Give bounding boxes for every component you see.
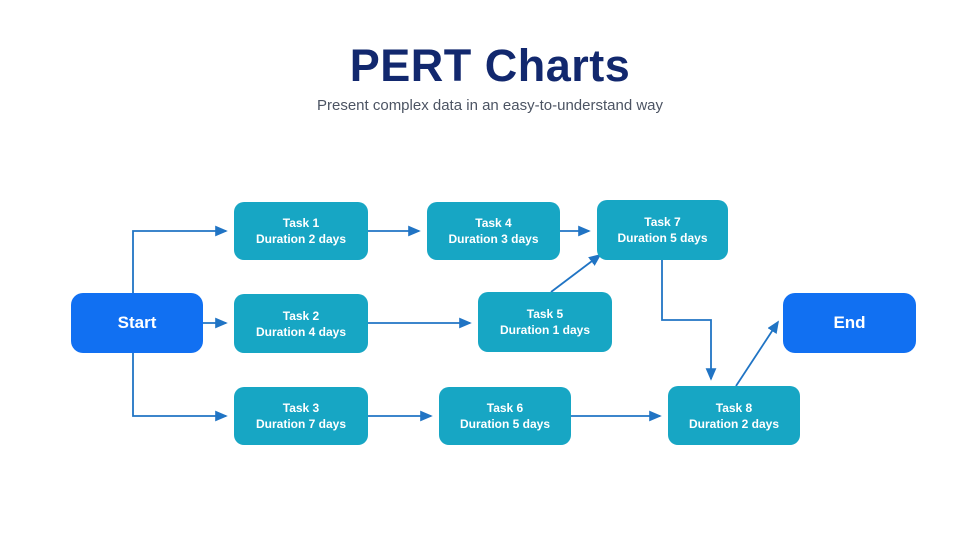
- node-task1-duration: Duration 2 days: [255, 232, 347, 246]
- node-task2-duration: Duration 4 days: [255, 324, 347, 339]
- node-task4-duration: Duration 3 days: [448, 232, 539, 246]
- node-task6-duration: Duration 5 days: [459, 417, 551, 431]
- edge-task5-task7: [550, 253, 602, 293]
- edge-start-task3: [132, 353, 228, 422]
- node-task5-label: Task 5: [526, 307, 564, 321]
- node-task8[interactable]: Task 8 Duration 2 days: [668, 386, 800, 445]
- node-task7-duration: Duration 5 days: [617, 231, 708, 245]
- node-task1[interactable]: Task 1 Duration 2 days: [234, 202, 368, 260]
- node-task5-duration: Duration 1 days: [499, 323, 591, 337]
- node-start-label: Start: [117, 313, 157, 332]
- node-task7[interactable]: Task 7 Duration 5 days: [597, 200, 728, 260]
- node-task3-duration: Duration 7 days: [255, 417, 347, 431]
- node-task7-label: Task 7: [644, 215, 681, 229]
- node-end[interactable]: End: [783, 293, 916, 353]
- node-task6-label: Task 6: [486, 401, 524, 415]
- page-title: PERT Charts: [349, 40, 631, 91]
- node-task1-label: Task 1: [282, 216, 320, 230]
- node-task8-label: Task 8: [715, 400, 753, 415]
- node-task4-label: Task 4: [475, 216, 512, 230]
- edge-task8-end: [735, 320, 779, 387]
- node-end-label: End: [833, 313, 866, 332]
- page-subtitle: Present complex data in an easy-to-under…: [316, 97, 664, 114]
- edge-task7-task8: [661, 260, 717, 381]
- node-start[interactable]: Start: [71, 293, 203, 353]
- node-task4[interactable]: Task 4 Duration 3 days: [427, 202, 560, 260]
- node-task6[interactable]: Task 6 Duration 5 days: [439, 387, 571, 445]
- node-task5[interactable]: Task 5 Duration 1 days: [478, 292, 612, 352]
- node-task3[interactable]: Task 3 Duration 7 days: [234, 387, 368, 445]
- node-task2-label: Task 2: [282, 308, 320, 323]
- node-task3-label: Task 3: [282, 401, 320, 415]
- node-task8-duration: Duration 2 days: [688, 416, 780, 431]
- node-task2[interactable]: Task 2 Duration 4 days: [234, 294, 368, 353]
- edge-start-task1: [132, 225, 228, 293]
